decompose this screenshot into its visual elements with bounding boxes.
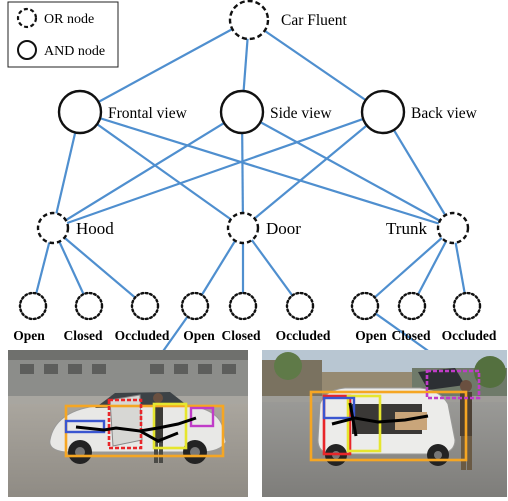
part-label-trunk: Trunk (386, 219, 427, 238)
or-node-legend-icon (16, 7, 38, 29)
part-label-hood: Hood (76, 219, 114, 238)
view-and-node-side: Side view (219, 89, 332, 135)
leaf-node-door-occluded (285, 291, 315, 321)
leaf-nodes (18, 291, 482, 321)
leaf-label: Open (13, 328, 45, 343)
view-label-back: Back view (411, 105, 478, 122)
leaf-node-hood-open (18, 291, 48, 321)
root-or-node: Car Fluent (228, 0, 348, 41)
part-or-node-trunk: Trunk (386, 211, 470, 245)
leaf-label: Occluded (276, 328, 331, 343)
photo-left-door-open (8, 350, 248, 497)
part-or-node-hood: Hood (36, 211, 114, 245)
leaf-label: Open (355, 328, 387, 343)
leaf-node-trunk-closed (397, 291, 427, 321)
legend-and-label: AND node (44, 44, 105, 59)
and-node-legend-icon (17, 40, 37, 60)
view-label-frontal: Frontal view (108, 105, 188, 122)
leaf-label: Open (183, 328, 215, 343)
leaf-node-trunk-open (350, 291, 380, 321)
view-label-side: Side view (270, 105, 332, 122)
leaf-label: Closed (391, 328, 430, 343)
leaf-node-door-closed (228, 291, 258, 321)
leaf-label: Closed (63, 328, 102, 343)
leaf-labels: Open Closed Occluded Open Closed Occlude… (13, 328, 497, 343)
legend: OR node AND node (7, 1, 119, 68)
part-label-door: Door (266, 219, 301, 238)
leaf-label: Closed (221, 328, 260, 343)
part-or-node-door: Door (226, 211, 301, 245)
leaf-label: Occluded (115, 328, 170, 343)
graph-edges (31, 19, 469, 404)
view-and-node-frontal: Frontal view (57, 89, 188, 135)
leaf-node-trunk-occluded (452, 291, 482, 321)
leaf-label: Occluded (442, 328, 497, 343)
leaf-node-hood-occluded (130, 291, 160, 321)
root-label: Car Fluent (281, 12, 348, 29)
legend-or-label: OR node (44, 12, 94, 27)
leaf-node-hood-closed (74, 291, 104, 321)
view-and-node-back: Back view (360, 89, 478, 135)
photo-right-trunk-open (262, 350, 507, 497)
leaf-node-door-open (180, 291, 210, 321)
